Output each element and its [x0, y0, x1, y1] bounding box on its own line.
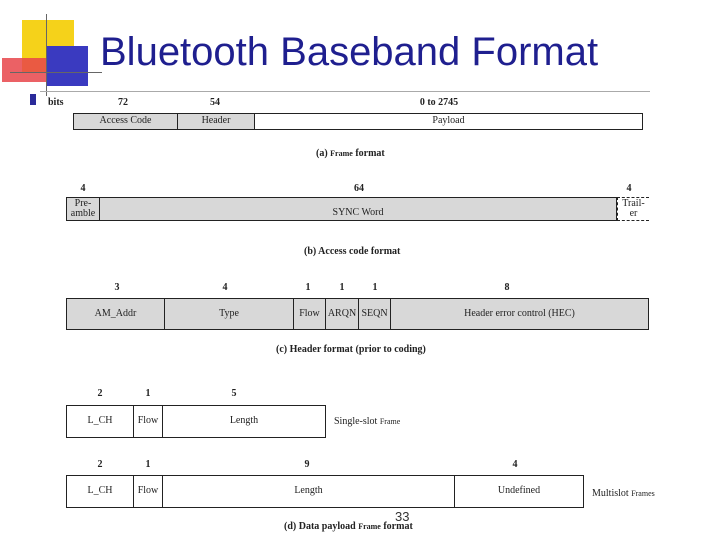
caption-header-format: (c) Header format (prior to coding) [276, 344, 426, 355]
hdr-size-am-addr: 3 [114, 282, 120, 293]
hdr-size-hec: 8 [504, 282, 510, 293]
logo-vertical-line [46, 14, 47, 96]
field-access-code: Access Code [74, 114, 178, 129]
hdr-size-type: 4 [222, 282, 228, 293]
bits-label: bits [48, 97, 64, 108]
hdr-size-seqn: 1 [372, 282, 378, 293]
logo-red-square [2, 58, 46, 82]
hdr-size-flow: 1 [305, 282, 311, 293]
field-sync-word: SYNC Word [100, 197, 617, 221]
field-flow: Flow [294, 299, 326, 329]
field-hec: Header error control (HEC) [391, 299, 648, 329]
ms-field-flow: Flow [134, 476, 163, 507]
ss-size-length: 5 [231, 388, 237, 399]
ac-size-preamble: 4 [80, 183, 86, 194]
logo-horizontal-line [10, 72, 102, 73]
page-number: 33 [395, 509, 410, 524]
frame-size-payload: 0 to 2745 [419, 97, 459, 108]
ss-field-flow: Flow [134, 406, 163, 437]
field-type: Type [165, 299, 294, 329]
title-rule [40, 91, 650, 92]
slide-title: Bluetooth Baseband Format [100, 30, 599, 74]
frame-size-access-code: 72 [118, 97, 128, 108]
header-format-box: AM_Addr Type Flow ARQN SEQN Header error… [66, 298, 649, 330]
field-header: Header [178, 114, 255, 129]
multislot-label: Multislot Frames [592, 488, 655, 499]
hdr-size-arqn: 1 [339, 282, 345, 293]
ms-field-length: Length [163, 476, 455, 507]
bullet-marker [30, 94, 36, 105]
field-trailer: Trail- er [617, 197, 649, 221]
ss-size-flow: 1 [145, 388, 151, 399]
frame-format-box: Access Code Header Payload [73, 113, 643, 130]
field-preamble: Pre- amble [66, 197, 100, 221]
access-code-box: Pre- amble SYNC Word Trail- er [66, 197, 649, 221]
ac-size-trailer: 4 [626, 183, 632, 194]
field-payload: Payload [255, 114, 642, 129]
ss-field-lch: L_CH [67, 406, 134, 437]
field-seqn: SEQN [359, 299, 391, 329]
caption-access-code-format: (b) Access code format [304, 246, 401, 257]
logo-blue-square [46, 46, 88, 86]
ms-field-undefined: Undefined [455, 476, 583, 507]
ss-size-lch: 2 [97, 388, 103, 399]
single-slot-box: L_CH Flow Length [66, 405, 326, 438]
field-am-addr: AM_Addr [67, 299, 165, 329]
ms-size-flow: 1 [145, 459, 151, 470]
multislot-box: L_CH Flow Length Undefined [66, 475, 584, 508]
ss-field-length: Length [163, 406, 325, 437]
ms-size-undefined: 4 [512, 459, 518, 470]
field-arqn: ARQN [326, 299, 359, 329]
frame-size-header: 54 [210, 97, 220, 108]
ms-field-lch: L_CH [67, 476, 134, 507]
single-slot-label: Single-slot Frame [334, 416, 401, 427]
caption-frame-format: (a) Frame format [316, 148, 385, 159]
ms-size-lch: 2 [97, 459, 103, 470]
caption-data-payload-format: (d) Data payload Frame format [284, 521, 413, 532]
ac-size-sync: 64 [354, 183, 364, 194]
ms-size-length: 9 [304, 459, 310, 470]
